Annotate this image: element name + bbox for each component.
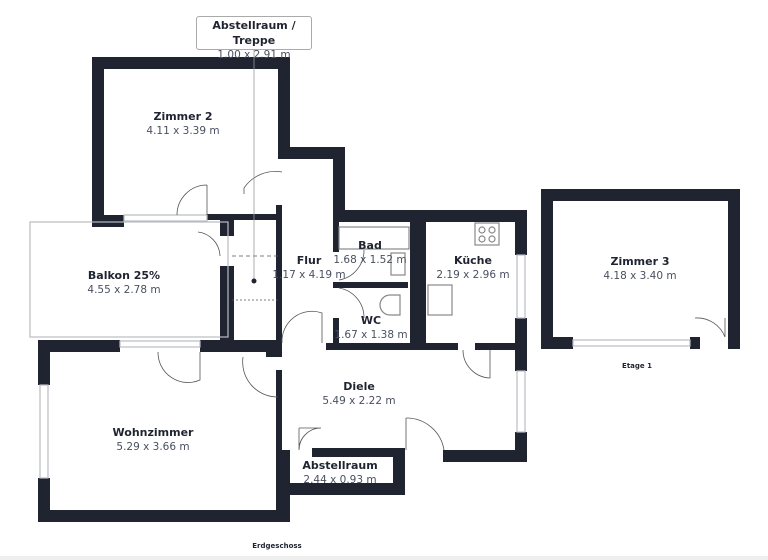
windows-and-outlines (29, 214, 691, 479)
stair-marker (251, 278, 257, 284)
doors (157, 47, 726, 451)
room-flur: Flur 1.17 x 4.19 m (272, 253, 345, 283)
room-dims: 2.19 x 2.96 m (436, 269, 510, 281)
room-name: Küche (454, 254, 492, 267)
room-dims: 4.55 x 2.78 m (87, 284, 161, 296)
room-abstellraum: Abstellraum 2.44 x 0.93 m (302, 458, 377, 488)
room-kueche: Küche 2.19 x 2.96 m (436, 253, 509, 283)
callout-abstellraum-treppe: Abstellraum / Treppe 1.00 x 2.91 m (196, 16, 312, 61)
room-dims: 2.44 x 0.93 m (303, 474, 377, 486)
room-zimmer-2: Zimmer 2 4.11 x 3.39 m (146, 109, 219, 139)
room-name: Balkon 25% (87, 269, 161, 282)
room-name: Zimmer 2 (153, 110, 213, 123)
room-name: Wohnzimmer (112, 426, 194, 439)
room-dims: 1.17 x 4.19 m (272, 269, 346, 281)
callout-name: Abstellraum / Treppe (212, 19, 296, 47)
level-label-etage-1: Etage 1 (622, 362, 652, 370)
room-dims: 1.67 x 1.38 m (334, 329, 408, 341)
bottom-edge (0, 556, 768, 560)
room-dims: 5.49 x 2.22 m (322, 395, 396, 407)
room-name: Zimmer 3 (610, 255, 670, 268)
room-dims: 4.11 x 3.39 m (146, 125, 220, 137)
walls (38, 57, 740, 522)
room-diele: Diele 5.49 x 2.22 m (322, 379, 395, 409)
room-zimmer-3: Zimmer 3 4.18 x 3.40 m (603, 254, 676, 284)
room-name: Diele (343, 380, 375, 393)
level-label-erdgeschoss: Erdgeschoss (252, 542, 302, 550)
room-name: Flur (296, 254, 322, 267)
room-name: Bad (358, 239, 382, 252)
room-dims: 1.68 x 1.52 m (333, 254, 407, 266)
room-wc: WC 1.67 x 1.38 m (334, 313, 407, 343)
room-name: Abstellraum (302, 459, 378, 472)
room-dims: 5.29 x 3.66 m (116, 441, 190, 453)
room-name: WC (360, 314, 382, 327)
room-dims: 4.18 x 3.40 m (603, 270, 677, 282)
callout-dims: 1.00 x 2.91 m (217, 49, 291, 61)
room-bad: Bad 1.68 x 1.52 m (333, 238, 406, 268)
room-wohnzimmer: Wohnzimmer 5.29 x 3.66 m (113, 425, 194, 455)
room-balkon: Balkon 25% 4.55 x 2.78 m (87, 268, 160, 298)
